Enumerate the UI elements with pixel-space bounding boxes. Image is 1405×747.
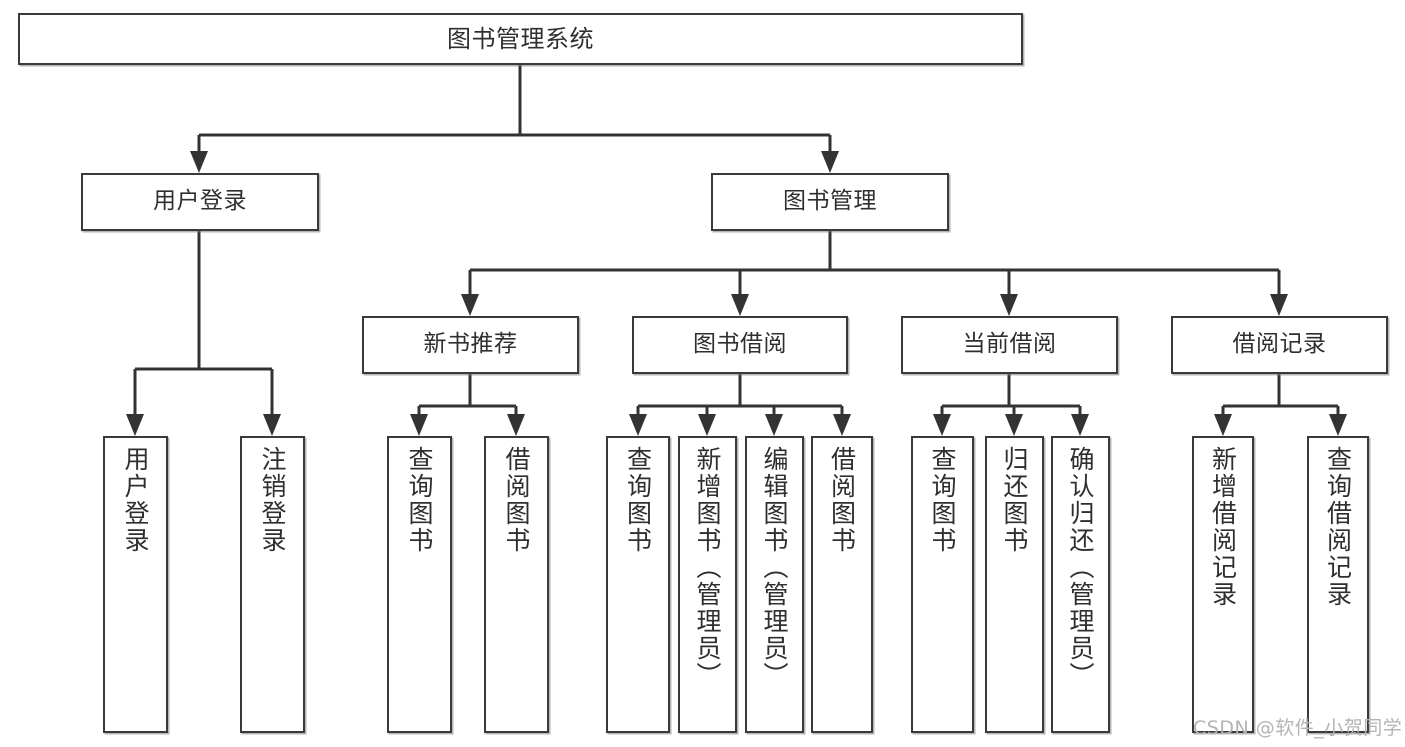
- node-root[interactable]: 图书管理系统: [18, 13, 1023, 65]
- node-label: 新增借阅记录: [1208, 446, 1238, 608]
- arrowhead-icon: [933, 414, 951, 436]
- node-leaf-cur-3[interactable]: 确认归还（管理员）: [1051, 436, 1110, 733]
- node-label: 归还图书: [1000, 446, 1029, 554]
- arrowhead-icon: [126, 414, 144, 436]
- node-leaf-cur-2[interactable]: 归还图书: [985, 436, 1044, 733]
- node-leaf-login-1[interactable]: 用户登录: [103, 436, 168, 733]
- node-leaf-rec-2[interactable]: 查询借阅记录: [1307, 436, 1369, 733]
- node-label: 确认归还（管理员）: [1066, 446, 1095, 689]
- node-leaf-borrow-3[interactable]: 编辑图书（管理员）: [745, 436, 804, 733]
- node-leaf-login-2[interactable]: 注销登录: [240, 436, 305, 733]
- arrowhead-icon: [765, 414, 783, 436]
- node-label: 新增图书（管理员）: [693, 446, 722, 689]
- node-bookmgmt[interactable]: 图书管理: [711, 173, 949, 231]
- node-leaf-new-1[interactable]: 查询图书: [387, 436, 452, 733]
- arrowhead-icon: [629, 414, 647, 436]
- arrowhead-icon: [1214, 414, 1232, 436]
- arrowhead-icon: [190, 151, 208, 173]
- node-label: 借阅记录: [1232, 331, 1327, 358]
- arrowhead-icon: [731, 294, 749, 316]
- arrowhead-icon: [1270, 294, 1288, 316]
- node-label: 新书推荐: [423, 331, 518, 358]
- node-newbook[interactable]: 新书推荐: [362, 316, 579, 374]
- node-label: 图书管理: [783, 188, 877, 215]
- node-label: 图书借阅: [693, 331, 787, 358]
- node-login[interactable]: 用户登录: [81, 173, 319, 231]
- node-label: 用户登录: [121, 446, 150, 554]
- node-label: 查询借阅记录: [1323, 446, 1353, 608]
- arrowhead-icon: [507, 414, 525, 436]
- node-label: 借阅图书: [502, 446, 531, 554]
- node-leaf-rec-1[interactable]: 新增借阅记录: [1192, 436, 1254, 733]
- node-leaf-borrow-2[interactable]: 新增图书（管理员）: [678, 436, 737, 733]
- node-label: 查询图书: [405, 446, 434, 554]
- arrowhead-icon: [263, 414, 281, 436]
- node-label: 用户登录: [153, 188, 247, 215]
- arrowhead-icon: [821, 151, 839, 173]
- node-label: 当前借阅: [962, 331, 1057, 358]
- node-current[interactable]: 当前借阅: [901, 316, 1118, 374]
- node-leaf-new-2[interactable]: 借阅图书: [484, 436, 549, 733]
- csdn-watermark: CSDN @软件_小贺同学: [1193, 717, 1403, 739]
- node-label: 编辑图书（管理员）: [760, 446, 789, 689]
- arrowhead-icon: [461, 294, 479, 316]
- node-leaf-borrow-4[interactable]: 借阅图书: [811, 436, 873, 733]
- arrowhead-icon: [1005, 414, 1023, 436]
- node-leaf-cur-1[interactable]: 查询图书: [911, 436, 974, 733]
- node-label: 查询图书: [623, 446, 653, 554]
- node-label: 查询图书: [928, 446, 957, 554]
- arrowhead-icon: [1329, 414, 1347, 436]
- arrowhead-icon: [1071, 414, 1089, 436]
- node-label: 图书管理系统: [447, 24, 594, 53]
- arrowhead-icon: [1000, 294, 1018, 316]
- arrowhead-icon: [698, 414, 716, 436]
- node-borrow[interactable]: 图书借阅: [632, 316, 848, 374]
- node-records[interactable]: 借阅记录: [1171, 316, 1388, 374]
- arrowhead-icon: [833, 414, 851, 436]
- node-leaf-borrow-1[interactable]: 查询图书: [606, 436, 670, 733]
- node-label: 注销登录: [258, 446, 287, 554]
- node-label: 借阅图书: [827, 446, 857, 554]
- arrowhead-icon: [410, 414, 428, 436]
